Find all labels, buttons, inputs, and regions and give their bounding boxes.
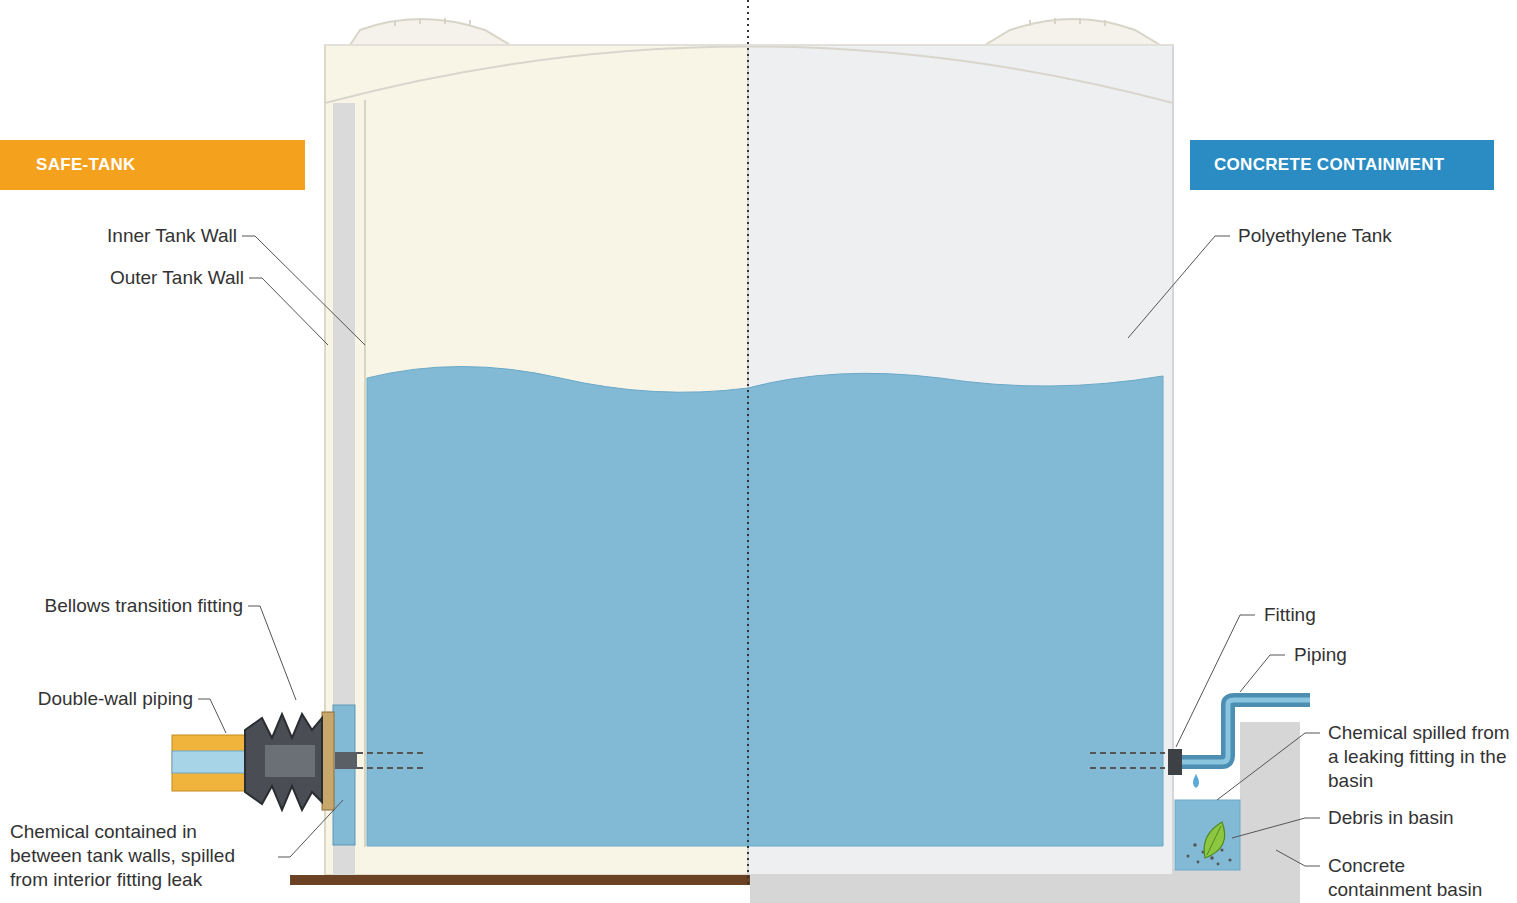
flange-plate (333, 705, 355, 845)
pipe-inner (172, 751, 247, 773)
divider (747, 0, 749, 885)
section-tag: CONCRETE CONTAINMENT (1190, 140, 1494, 190)
safe-tank-body (325, 45, 748, 875)
section-title: SAFE-TANK (36, 155, 136, 175)
part-label: Outer Tank Wall (110, 266, 244, 290)
basin-floor (1173, 870, 1243, 903)
part-label: Concrete containment basin (1328, 854, 1508, 902)
piping-core (1180, 700, 1310, 762)
leaf (1204, 822, 1225, 858)
fitting (1168, 749, 1182, 775)
part-label: Fitting (1264, 603, 1316, 627)
part-label: Inner Tank Wall (107, 224, 237, 248)
part-label: Polyethylene Tank (1238, 224, 1392, 248)
part-label: Chemical spilled from a leaking fitting … (1328, 721, 1513, 793)
part-label: Debris in basin (1328, 806, 1454, 830)
ground-pad (290, 875, 750, 885)
piping (1180, 700, 1310, 762)
part-label: Chemical contained in between tank walls… (10, 820, 272, 892)
drip (1193, 774, 1199, 788)
inner-wall (364, 100, 366, 847)
leaf-vein (1207, 826, 1221, 855)
stem (335, 752, 357, 769)
basin-liquid (1175, 800, 1240, 870)
part-label: Bellows transition fitting (44, 594, 243, 618)
bellows-core (265, 745, 315, 777)
liquid-left (367, 367, 748, 847)
basin-wall (1240, 722, 1300, 903)
leader-line (198, 236, 1320, 866)
part-label: Double-wall piping (38, 687, 193, 711)
flange-ring (322, 712, 334, 810)
double-wall-pipe (172, 735, 247, 791)
tank-top-rim (325, 44, 1173, 46)
section-tag: SAFE-TANK (0, 140, 305, 190)
liquid-right (748, 373, 1163, 846)
poly-tank-body (748, 45, 1173, 875)
section-title: CONCRETE CONTAINMENT (1214, 155, 1444, 175)
tank-lid (350, 18, 1160, 45)
part-label: Piping (1294, 643, 1347, 667)
fitting-trace (357, 753, 1165, 768)
bellows-fitting (245, 714, 322, 810)
